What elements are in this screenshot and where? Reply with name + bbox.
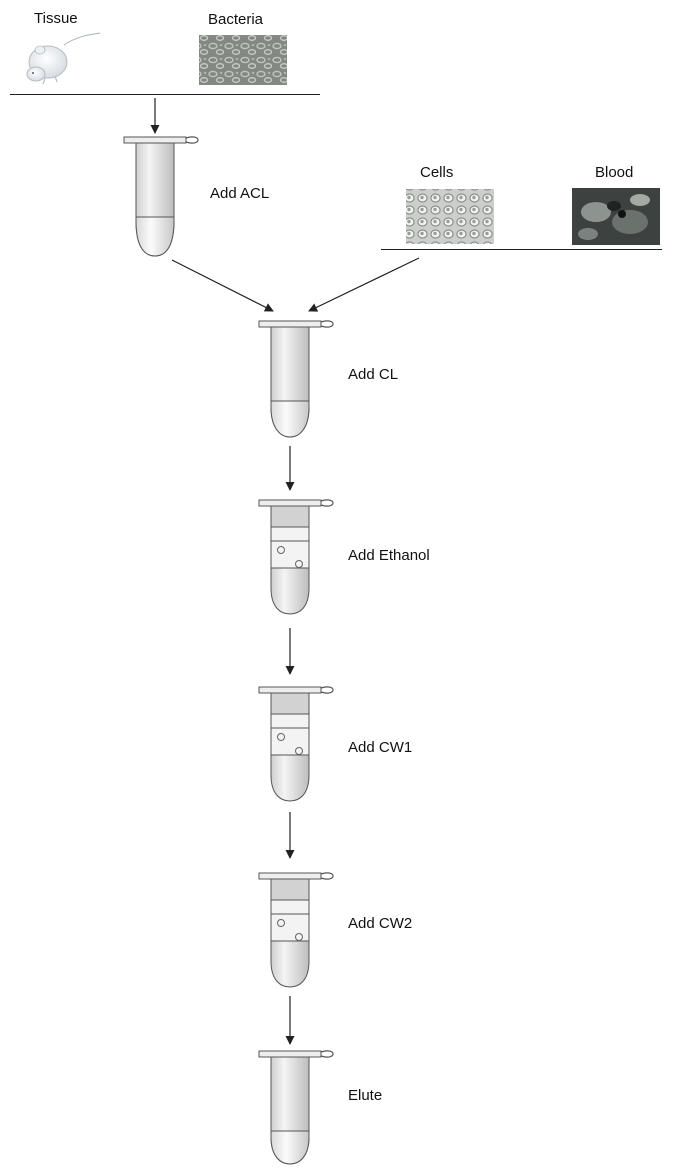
top-sources-divider bbox=[10, 94, 320, 95]
step-label-cw2: Add CW2 bbox=[348, 915, 413, 932]
blood-image bbox=[572, 188, 660, 245]
tube-elute bbox=[258, 1050, 334, 1165]
step-label-cw1: Add CW1 bbox=[348, 739, 413, 756]
bacteria-label: Bacteria bbox=[208, 11, 264, 28]
blood-label: Blood bbox=[595, 164, 634, 181]
step-label-ethanol: Add Ethanol bbox=[348, 547, 430, 564]
tube-ethanol bbox=[258, 499, 334, 615]
right-sources-divider bbox=[381, 249, 662, 250]
arrow-acl-to-cl bbox=[171, 259, 274, 312]
tube-acl bbox=[123, 136, 199, 257]
arrow-cells-blood-to-cl bbox=[308, 257, 420, 312]
step-label-cl: Add CL bbox=[348, 366, 399, 383]
mouse-image bbox=[26, 32, 101, 85]
tube-cw1 bbox=[258, 686, 334, 802]
step-label-elute: Elute bbox=[348, 1087, 383, 1104]
cells-label: Cells bbox=[420, 164, 454, 181]
cells-image bbox=[406, 189, 494, 244]
tissue-label: Tissue bbox=[34, 10, 78, 27]
step-label-acl: Add ACL bbox=[210, 185, 270, 202]
tube-cw2 bbox=[258, 872, 334, 988]
tube-cl bbox=[258, 320, 334, 438]
bacteria-image bbox=[199, 35, 287, 85]
